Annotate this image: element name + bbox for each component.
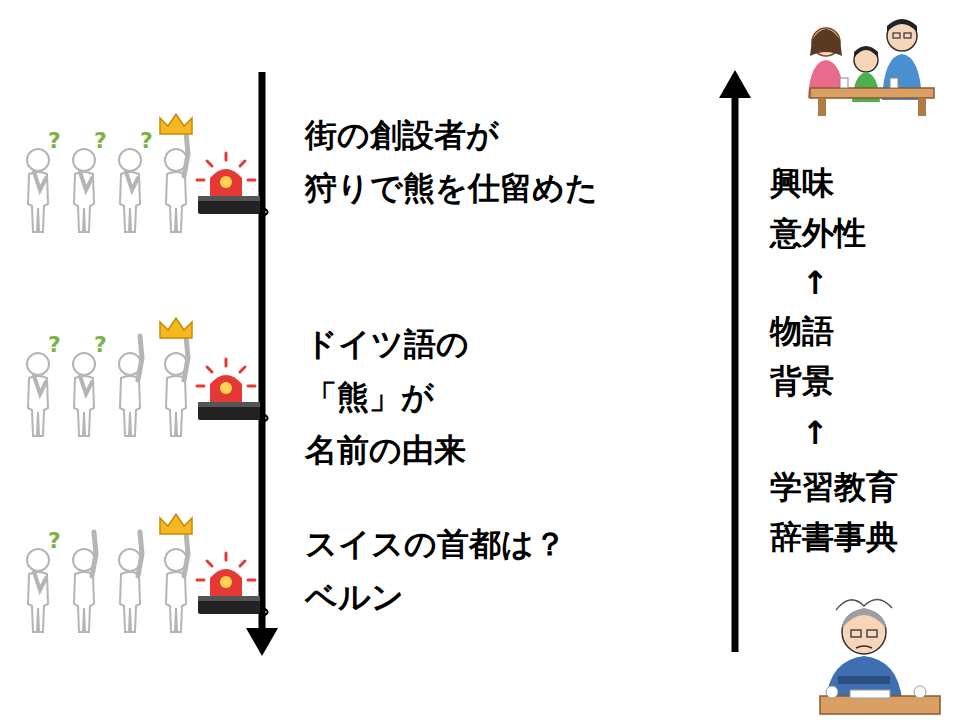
crown-icon [160, 114, 192, 134]
question-mark: ? [48, 528, 61, 554]
person-figure [165, 132, 188, 232]
person-figure [165, 532, 188, 632]
question-mark: ? [48, 128, 61, 154]
buzzer-icon [197, 359, 268, 422]
buzzer-icon [197, 153, 268, 216]
person-figure [165, 336, 188, 436]
person-figure [27, 549, 49, 632]
buzzer-icon [197, 553, 268, 616]
arrow-head [246, 628, 278, 656]
up-arrow-symbol: ↑ [802, 258, 829, 308]
question-mark: ? [140, 128, 153, 154]
scale-text: 興味 意外性 [770, 158, 866, 258]
troubled-man-illustration [820, 599, 940, 714]
person-figure [27, 149, 49, 232]
person-figure [73, 353, 95, 436]
person-figure [119, 336, 142, 436]
person-figure [119, 149, 141, 232]
person-figure [73, 532, 96, 632]
arrow-head [719, 70, 751, 98]
question-mark: ? [94, 128, 107, 154]
scale-arrow [732, 96, 739, 652]
up-arrow-symbol: ↑ [802, 408, 829, 458]
quiz-text: スイスの首都は？ ベルン [305, 518, 566, 624]
family-illustration [808, 19, 934, 116]
person-figure [27, 353, 49, 436]
quiz-text: 街の創設者が 狩りで熊を仕留めた [305, 109, 598, 215]
timeline-arrow [259, 72, 266, 630]
scale-text: 物語 背景 [770, 306, 834, 406]
question-mark: ? [48, 332, 61, 358]
question-mark: ? [94, 332, 107, 358]
crown-icon [160, 318, 192, 338]
crown-icon [160, 514, 192, 534]
person-figure [73, 149, 95, 232]
quiz-text: ドイツ語の「熊」が 名前の由来 [305, 318, 469, 477]
person-figure [119, 532, 142, 632]
scale-text: 学習教育 辞書事典 [770, 462, 898, 562]
